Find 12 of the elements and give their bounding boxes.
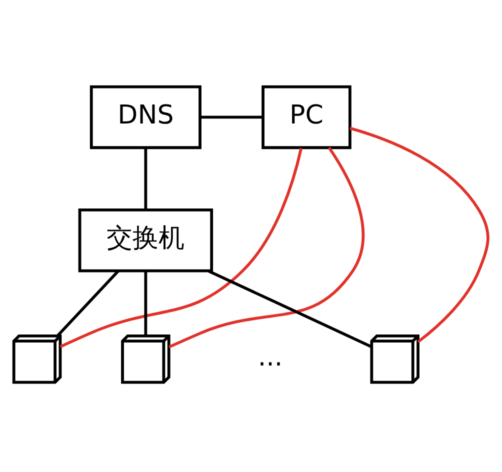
node-box: PC bbox=[262, 85, 352, 150]
connector bbox=[200, 116, 263, 119]
connector bbox=[60, 148, 303, 348]
connector bbox=[144, 148, 148, 210]
label: ... bbox=[258, 342, 283, 373]
connector bbox=[350, 126, 490, 343]
connector bbox=[144, 271, 148, 336]
node-box: 交换机 bbox=[78, 208, 214, 272]
connector bbox=[56, 270, 120, 337]
connector bbox=[208, 270, 372, 348]
node-box: DNS bbox=[90, 85, 202, 150]
connector bbox=[168, 146, 364, 348]
